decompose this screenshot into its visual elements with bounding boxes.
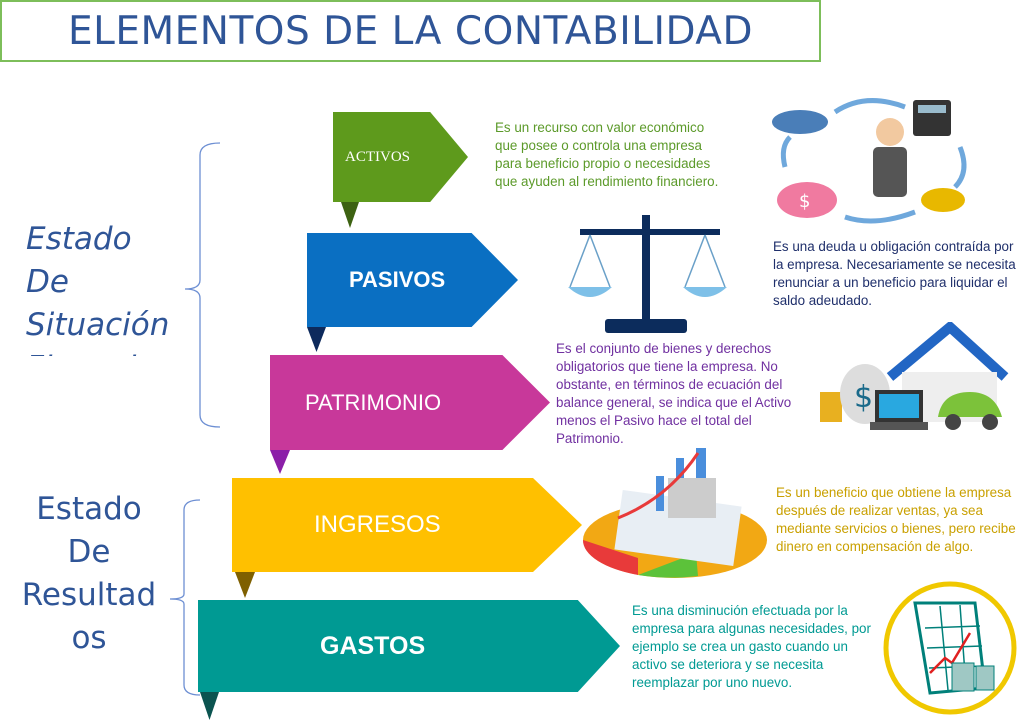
pasivos-label: PASIVOS <box>349 267 446 292</box>
label-line: Estado <box>26 221 132 257</box>
label-line: Estado <box>36 491 142 527</box>
label-line: os <box>71 620 107 656</box>
group-label-resultados: Estado De Resultad os <box>14 488 164 660</box>
label-line: Resultad <box>21 577 157 613</box>
pasivos-description: Es una deuda u obligación contraída por … <box>773 239 1016 308</box>
patrimonio-label: PATRIMONIO <box>305 389 442 415</box>
label-line: De <box>67 534 111 570</box>
page-title: ELEMENTOS DE LA CONTABILIDAD <box>0 0 821 62</box>
ingresos-description: Es un beneficio que obtiene la empresa d… <box>776 485 1016 554</box>
label-line: Financiera <box>26 347 187 356</box>
gastos-label: GASTOS <box>320 631 426 660</box>
ingresos-banner: INGRESOS <box>232 478 582 572</box>
patrimonio-banner: PATRIMONIO <box>270 355 550 450</box>
financial-chart-illustration <box>582 448 767 578</box>
gastos-banner: GASTOS <box>198 600 620 692</box>
label-line: Situación <box>26 307 170 343</box>
svg-text:$: $ <box>854 380 873 415</box>
svg-text:$: $ <box>799 191 810 212</box>
patrimonio-description: Es el conjunto de bienes y derechos obli… <box>556 341 792 446</box>
business-cycle-illustration: $ <box>772 98 967 224</box>
brace-resultados <box>169 499 201 696</box>
ingresos-label: INGRESOS <box>314 511 441 538</box>
gastos-description: Es una disminución efectuada por la empr… <box>632 603 871 690</box>
activos-label: ACTIVOS <box>345 148 411 165</box>
balance-scale-illustration <box>568 215 727 333</box>
expenses-chart-icon <box>883 581 1017 715</box>
label-line: De <box>26 264 69 300</box>
assets-illustration: $ <box>820 322 1009 430</box>
brace-situacion <box>184 142 221 428</box>
pasivos-banner: PASIVOS <box>307 233 518 327</box>
activos-description: Es un recurso con valor económico que po… <box>495 120 719 189</box>
group-label-situacion: Estado De Situación Financiera <box>26 218 187 356</box>
